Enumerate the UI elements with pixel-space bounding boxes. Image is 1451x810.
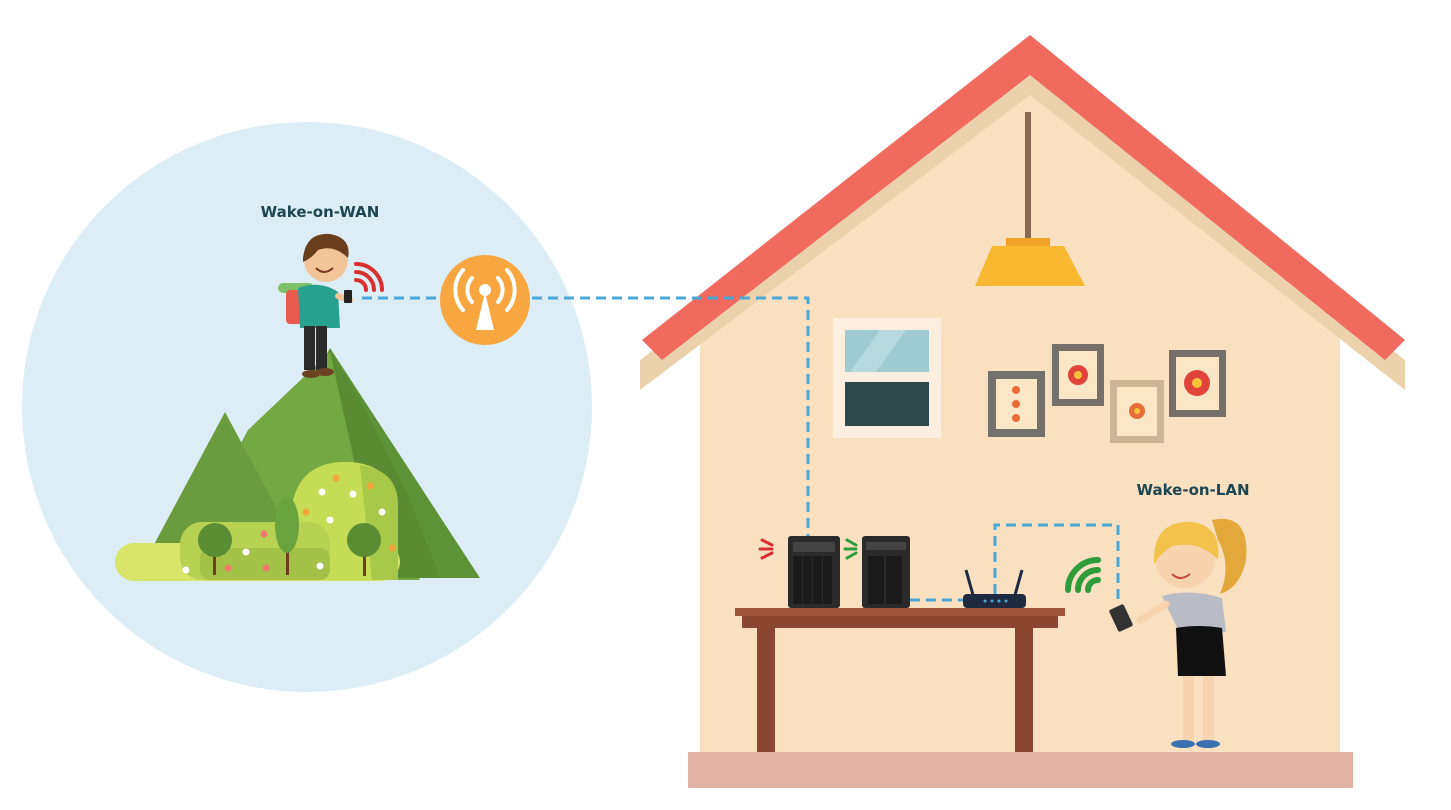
tree-tall [275,497,299,553]
frame-3 [1110,380,1164,443]
bush-dots [182,474,396,574]
window [833,318,941,438]
lan-label: Wake-on-LAN [1136,481,1249,499]
picture-frames [988,344,1226,443]
woman-top [1162,592,1226,634]
house: Wake-on-LAN [640,35,1405,788]
green-signal-waves-icon [1065,557,1101,593]
outdoor-scene: Wake-on-WAN [22,122,592,692]
network-links [362,296,1120,602]
trees [198,497,381,576]
ceiling-lamp [975,112,1085,286]
woman-hair [1154,521,1219,564]
nas-4-bay [788,536,840,608]
red-status-marks-icon [758,538,774,560]
frame-2 [1052,344,1104,406]
nas-2-bay [862,536,910,608]
router-to-woman-link [993,523,1120,600]
woman-phone [1109,604,1133,632]
hiker-hair [303,233,349,262]
hiker-shirt [298,284,340,328]
hiker-phone [344,290,352,303]
router [963,569,1026,608]
green-status-marks-icon [843,538,858,560]
wan-label: Wake-on-WAN [261,203,380,221]
red-signal-waves-icon [354,262,384,292]
table [735,608,1065,752]
mountain-shade [330,352,440,578]
wan-to-nas-link [532,296,810,536]
woman-ponytail [1212,518,1247,594]
house-floor [688,752,1353,788]
frame-1 [988,371,1045,437]
hiker-man [278,233,353,378]
tree-right [347,523,381,557]
frame-4 [1169,350,1226,417]
tree-left [198,523,232,557]
woman [1109,518,1247,748]
bush-low [200,548,330,580]
wireless-hotspot-icon [440,255,530,345]
